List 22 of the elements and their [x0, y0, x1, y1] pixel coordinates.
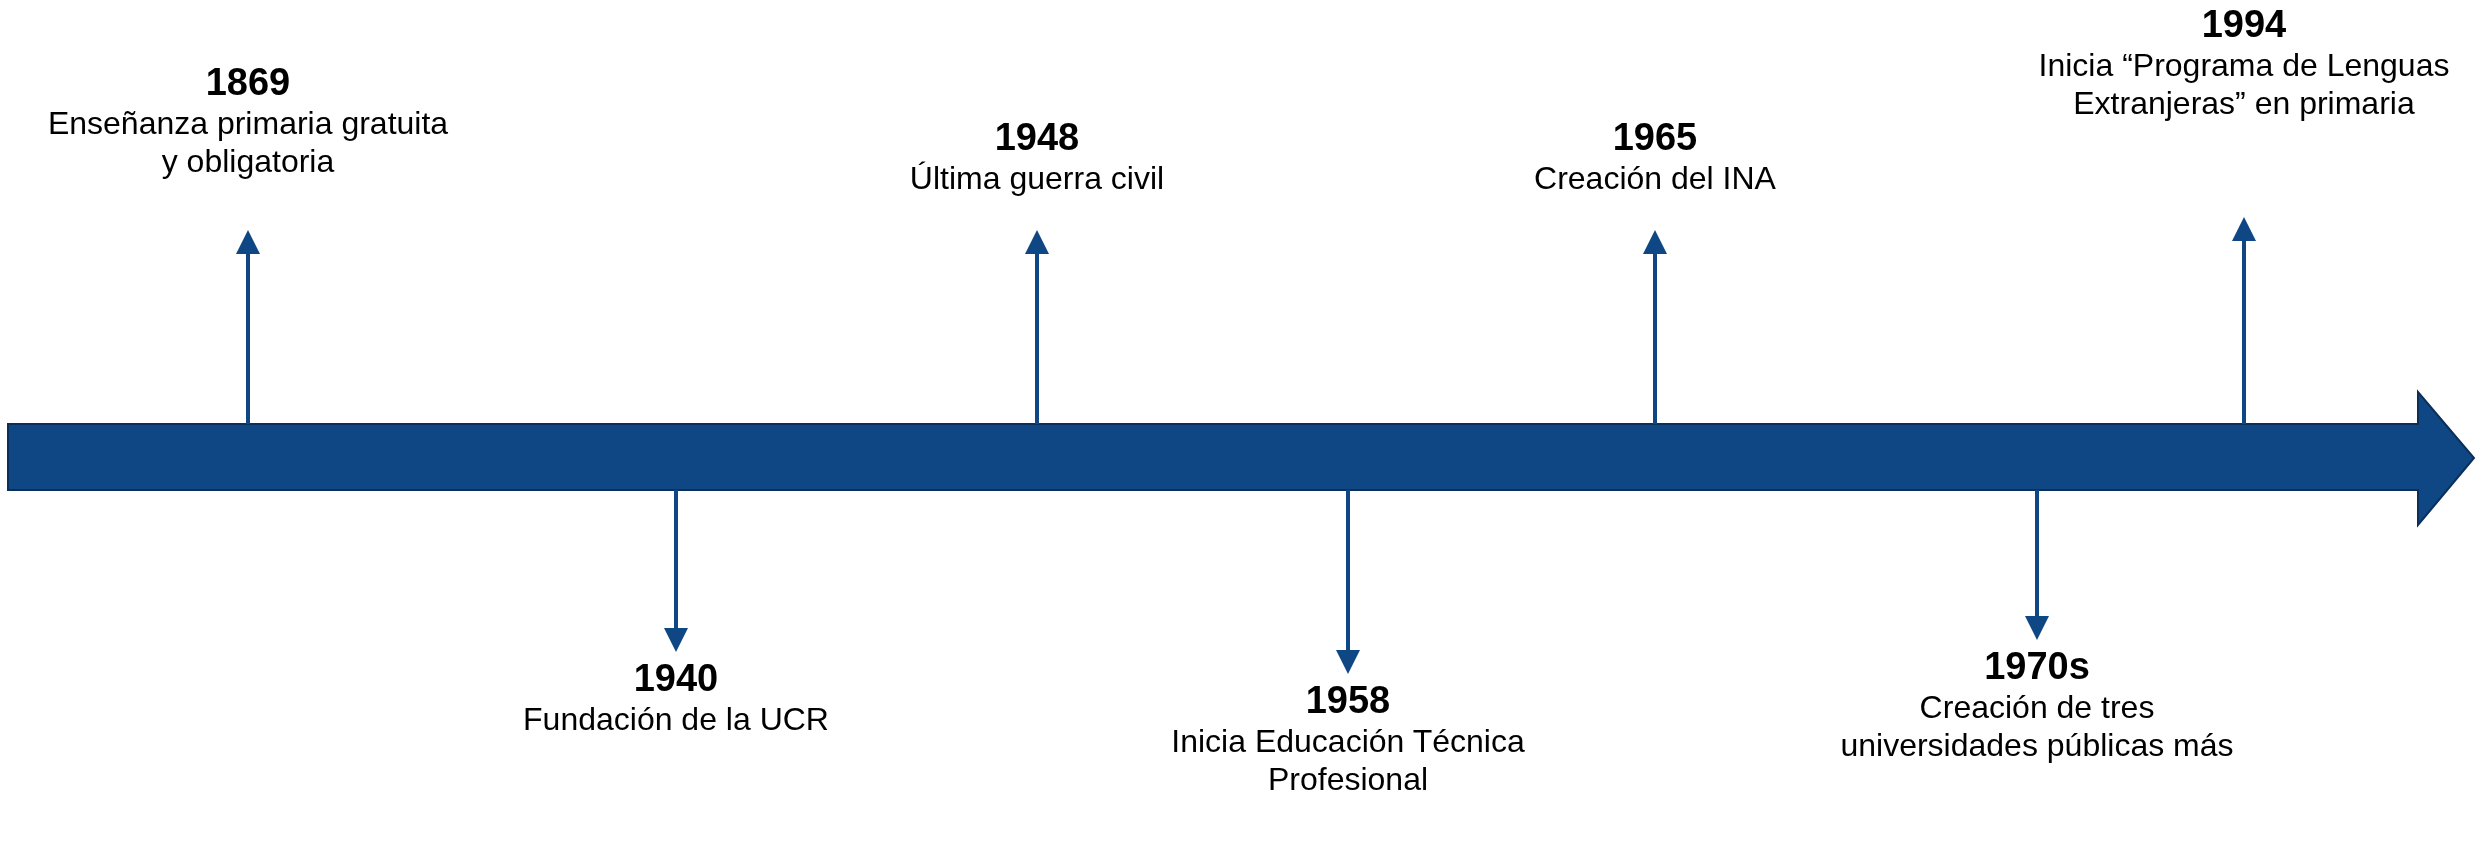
year-label: 1965: [1612, 115, 1698, 159]
event-description: Inicia “Programa de Lenguas Extranjeras” en primaria: [2037, 46, 2451, 122]
year-label: 1940: [633, 656, 719, 700]
event-description: Creación de tres universidades públicas más: [1839, 688, 2235, 764]
arrow: [664, 490, 688, 652]
year-label: 1958: [1305, 678, 1391, 722]
arrow: [1643, 230, 1667, 424]
event-description: Creación del INA: [1534, 159, 1776, 197]
event-description: Enseñanza primaria gratuita y obligatoria: [46, 104, 450, 180]
arrow: [1025, 230, 1049, 424]
arrow: [236, 230, 260, 424]
arrow: [2232, 217, 2256, 424]
year-label: 1994: [2201, 2, 2287, 46]
event-description: Fundación de la UCR: [523, 700, 829, 738]
event-description: Inicia Educación Técnica Profesional: [1170, 722, 1526, 798]
arrow: [1336, 490, 1360, 674]
arrow: [2025, 490, 2049, 640]
year-label: 1970s: [1984, 644, 2090, 688]
event-description: Última guerra civil: [909, 159, 1165, 197]
year-label: 1869: [205, 60, 291, 104]
timeline-arrow: [7, 389, 2476, 528]
year-label: 1948: [994, 115, 1080, 159]
